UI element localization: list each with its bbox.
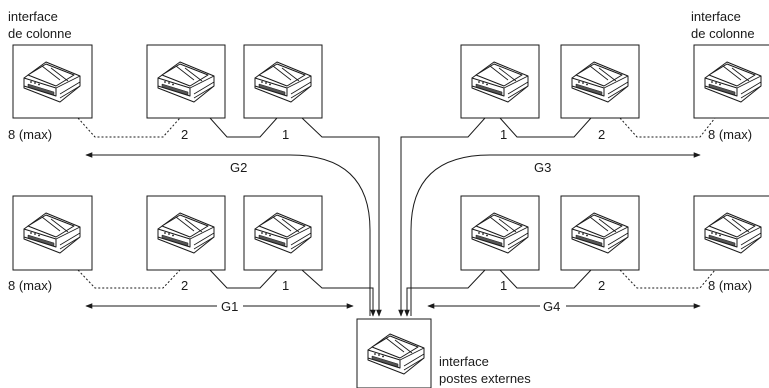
column-interface-label-right-line1: interface xyxy=(691,9,741,24)
label-max-g1: 8 (max) xyxy=(8,278,52,293)
device-box-g3-1 xyxy=(460,44,540,119)
bus-link-g4-dashed xyxy=(619,269,716,289)
label-2-g2: 2 xyxy=(181,127,188,142)
external-interface-label-line2: postes externes xyxy=(439,371,531,386)
device-box-g4-max xyxy=(693,195,769,271)
group-label-g4: G4 xyxy=(543,299,560,314)
bus-link-g1-dashed xyxy=(77,269,181,289)
label-1-g4: 1 xyxy=(500,278,507,293)
device-box-g4-2 xyxy=(560,195,640,271)
column-interface-label-left-line2: de colonne xyxy=(8,26,72,41)
device-box-g2-1 xyxy=(243,44,323,119)
group-label-g2: G2 xyxy=(230,160,247,175)
external-stations-interface xyxy=(356,318,432,388)
label-max-g2: 8 (max) xyxy=(8,127,52,142)
label-1-g1: 1 xyxy=(282,278,289,293)
device-box-g1-2 xyxy=(146,195,226,271)
bus-link-g3-dashed xyxy=(619,117,716,138)
group-label-g3: G3 xyxy=(534,160,551,175)
bus-link-g3 xyxy=(499,117,592,138)
device-box-g3-2 xyxy=(560,44,640,119)
bus-link-g2 xyxy=(209,117,278,138)
bus-line-g3-main xyxy=(398,117,486,317)
column-interface-g2 xyxy=(12,44,93,119)
column-interface-label-right-line2: de colonne xyxy=(691,26,755,41)
column-interface-label-left-line1: interface xyxy=(8,9,58,24)
label-max-g3: 8 (max) xyxy=(708,127,752,142)
device-box-g1-1 xyxy=(243,195,323,271)
arrow-g3 xyxy=(410,152,701,316)
device-box-g1-max xyxy=(12,195,93,271)
column-interface-g3 xyxy=(693,44,769,119)
arrow-g2 xyxy=(85,152,371,316)
bus-link-g2-dashed xyxy=(77,117,181,138)
label-max-g4: 8 (max) xyxy=(708,278,752,293)
label-2-g4: 2 xyxy=(598,278,605,293)
bus-line-g4-main xyxy=(404,269,486,317)
bus-link-g1 xyxy=(209,269,278,289)
bus-link-g4 xyxy=(499,269,592,289)
label-2-g3: 2 xyxy=(598,127,605,142)
external-interface-label-line1: interface xyxy=(439,354,489,369)
bus-line-g1-main xyxy=(301,269,376,317)
device-box-g4-1 xyxy=(460,195,540,271)
device-box-g2-2 xyxy=(146,44,226,119)
label-1-g3: 1 xyxy=(500,127,507,142)
label-1-g2: 1 xyxy=(282,127,289,142)
bus-line-g2-main xyxy=(301,117,382,317)
group-label-g1: G1 xyxy=(221,299,238,314)
label-2-g1: 2 xyxy=(181,278,188,293)
